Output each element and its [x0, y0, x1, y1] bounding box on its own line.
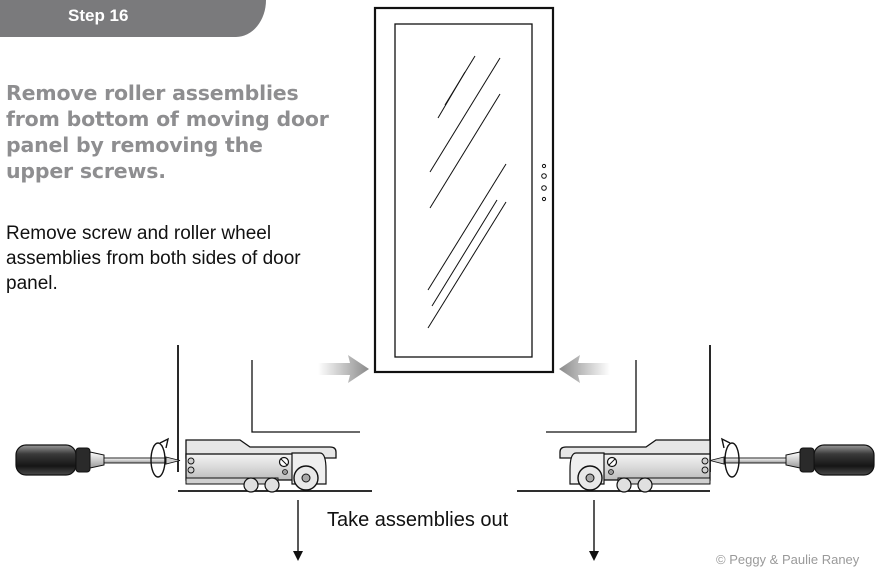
rotation-arrow-icon: [150, 437, 170, 478]
down-arrow-icon: [293, 500, 303, 561]
diagram-caption: Take assemblies out: [327, 509, 509, 531]
door-panel-icon: [373, 6, 555, 374]
instruction-body: Remove screw and roller wheel assemblies…: [6, 223, 301, 294]
rotation-arrow-icon: [720, 437, 740, 478]
down-arrow-icon: [589, 500, 599, 561]
screwdriver-icon: [709, 444, 875, 476]
roller-assembly-icon: [185, 439, 337, 493]
copyright-text: © Peggy & Paulie Raney: [716, 552, 860, 567]
step-label: Step 16: [68, 6, 129, 25]
push-arrow-icon: [318, 355, 369, 383]
push-arrow-icon: [559, 355, 610, 383]
screwdriver-icon: [15, 444, 181, 476]
step-tab: Step 16: [0, 0, 266, 37]
instruction-headline: Remove roller assemblies from bottom of …: [6, 81, 329, 183]
roller-assembly-icon: [559, 439, 711, 493]
